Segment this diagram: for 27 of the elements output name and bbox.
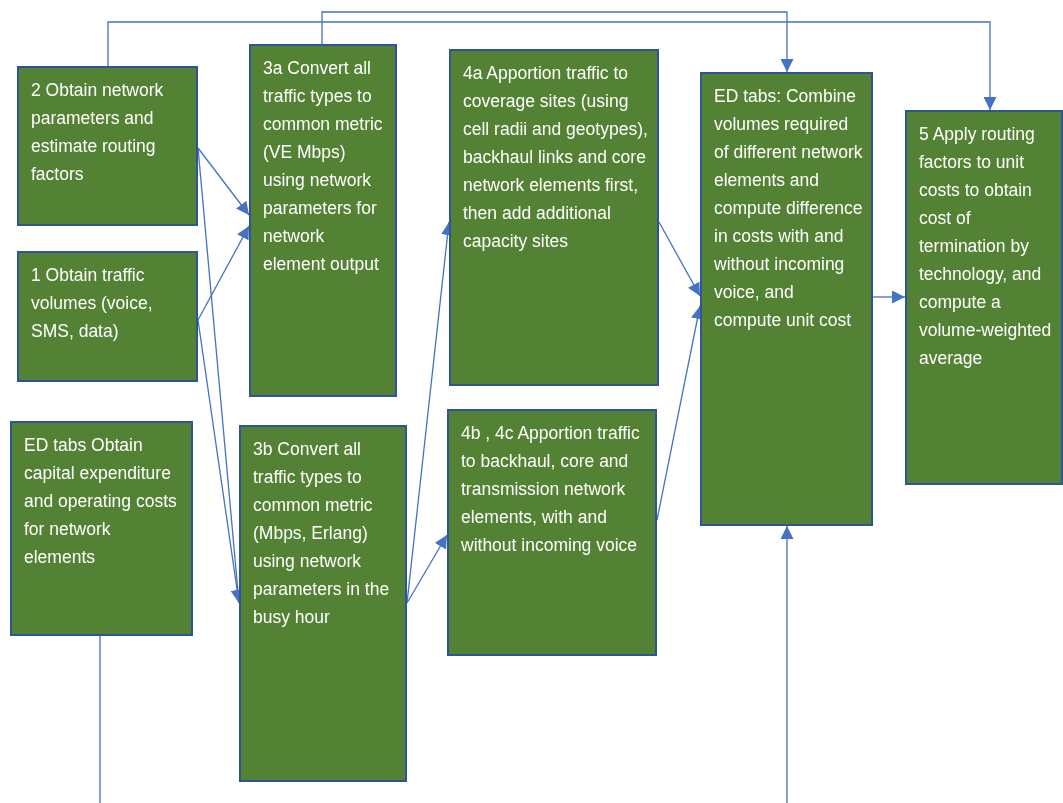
process-box [447, 409, 657, 656]
step-text: 5 Apply routing factors to unit costs to obtain cost of termination by technology, and compute a volume-weighted average [919, 123, 1053, 370]
step-text: 4b , 4c Apportion traffic to backhaul, core and transmission network elements, with and without incoming voice [461, 422, 641, 557]
process-box [10, 421, 193, 636]
process-box [239, 425, 407, 782]
process-box [17, 251, 198, 382]
process-box [905, 110, 1063, 485]
arrow [197, 225, 250, 321]
step-text: ED tabs: Combine volumes required of different network elements and compute difference in costs with and without incoming voice, and compute unit cost [714, 85, 863, 332]
arrow [872, 290, 906, 304]
arrow [321, 11, 794, 73]
connector-line [99, 635, 101, 803]
step-text: 1 Obtain traffic volumes (voice, SMS, data) [31, 264, 154, 343]
arrow [406, 534, 448, 604]
step-text: 2 Obtain network parameters and estimate routing factors [31, 79, 165, 186]
process-box [249, 44, 397, 397]
step-text: 3a Convert all traffic types to common metric (VE Mbps) using network parameters for network element output [263, 57, 384, 276]
process-box [449, 49, 659, 386]
step-text: ED tabs Obtain capital expenditure and operating costs for network elements [24, 434, 178, 569]
process-box [17, 66, 198, 226]
arrow [780, 525, 794, 803]
arrow [197, 147, 250, 216]
arrow [107, 21, 997, 111]
process-box [700, 72, 873, 526]
step-text: 4a Apportion traffic to coverage sites (using cell radii and geotypes), backhaul links and core network elements first, then add additional capacity sites [463, 62, 649, 253]
arrow [658, 221, 701, 297]
step-text: 3b Convert all traffic types to common metric (Mbps, Erlang) using network parameters in the busy hour [253, 438, 391, 629]
